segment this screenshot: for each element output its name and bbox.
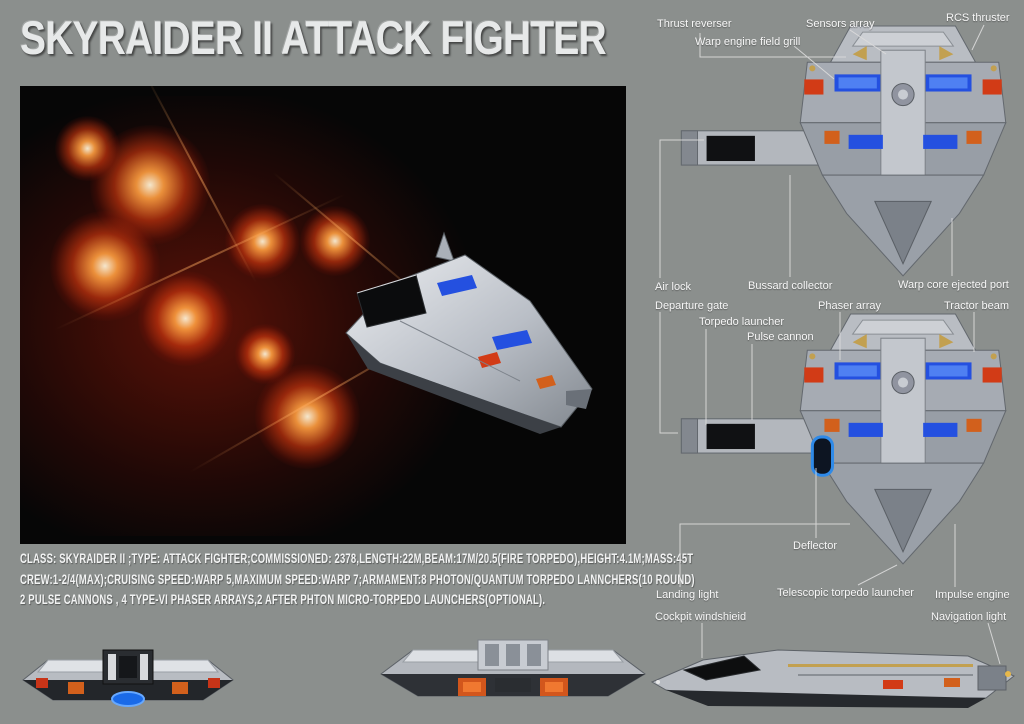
callout-pulse-cannon: Pulse cannon <box>747 331 814 343</box>
main-render-panel <box>20 86 626 544</box>
blue-stripe <box>437 275 477 296</box>
callout-impulse-engine: Impulse engine <box>935 589 1010 601</box>
orange-marking <box>536 375 556 389</box>
callout-cockpit-windshield: Cockpit windshieid <box>655 611 747 623</box>
page-title: SKYRAIDER II ATTACK FIGHTER <box>20 11 607 64</box>
thruster-vent <box>939 46 954 61</box>
top-view-diagram <box>680 25 1007 277</box>
callout-rcs-thruster: RCS thruster <box>946 12 1010 24</box>
deflector-ring <box>810 435 835 477</box>
callout-bussard-collector: Bussard collector <box>748 280 833 292</box>
red-block <box>982 79 1002 95</box>
blue-stripe <box>492 330 532 350</box>
callout-torpedo-launcher: Torpedo launcher <box>699 316 785 328</box>
canopy-frame <box>356 274 417 294</box>
spec-line: CLASS: SKYRAIDER II ;TYPE: ATTACK FIGHTE… <box>20 551 694 566</box>
front-view-diagram <box>22 649 234 707</box>
orange-marking <box>68 682 84 694</box>
callout-telescopic-torpedo-launcher: Telescopic torpedo launcher <box>777 587 914 599</box>
orange-marking <box>172 682 188 694</box>
central-spine <box>880 49 926 178</box>
navigation-light-dot <box>1005 671 1011 677</box>
spec-line: CREW:1-2/4(MAX);CRUISING SPEED:WARP 5,MA… <box>20 571 695 587</box>
side-underside <box>666 690 986 708</box>
cockpit-canopy <box>682 655 762 681</box>
orange-marking <box>944 678 960 687</box>
callout-warp-engine-field-grill: Warp engine field grill <box>695 36 801 48</box>
bottom-view-diagram <box>680 313 1007 565</box>
side-view-diagram <box>650 649 1015 708</box>
callout-deflector: Deflector <box>793 540 838 552</box>
callout-tractor-beam: Tractor beam <box>944 300 1010 312</box>
red-marking <box>478 352 501 368</box>
spec-line: 2 PULSE CANNONS , 4 TYPE-VI PHASER ARRAY… <box>20 592 546 608</box>
red-glow <box>138 271 233 366</box>
rear-view-diagram <box>380 639 646 697</box>
callout-departure-gate: Departure gate <box>655 300 729 312</box>
red-glow <box>225 204 300 279</box>
red-glow <box>300 206 370 276</box>
red-marking <box>883 680 903 689</box>
callout-sensors-array: Sensors array <box>806 18 875 30</box>
engine-block <box>977 665 1007 691</box>
red-glow <box>235 324 295 384</box>
gold-stripe <box>788 664 973 667</box>
red-block <box>804 79 824 95</box>
callout-navigation-light: Navigation light <box>931 611 1007 623</box>
deflector-glow <box>111 691 145 707</box>
callout-landing-light: Landing light <box>656 589 719 601</box>
spec-text: CLASS: SKYRAIDER II ;TYPE: ATTACK FIGHTE… <box>20 549 695 611</box>
callout-warp-core-ejected-port: Warp core ejected port <box>898 279 1009 291</box>
callout-phaser-array: Phaser array <box>818 300 881 312</box>
engine-block <box>566 389 592 409</box>
airlock-hatch <box>706 135 755 162</box>
tail-fin <box>435 231 455 262</box>
panel-line <box>399 320 521 382</box>
callout-thrust-reverser: Thrust reverser <box>657 18 732 30</box>
fighter-underside <box>346 333 561 434</box>
red-glow <box>55 116 120 181</box>
fighter-render <box>345 231 593 434</box>
callout-air-lock: Air lock <box>655 281 692 293</box>
